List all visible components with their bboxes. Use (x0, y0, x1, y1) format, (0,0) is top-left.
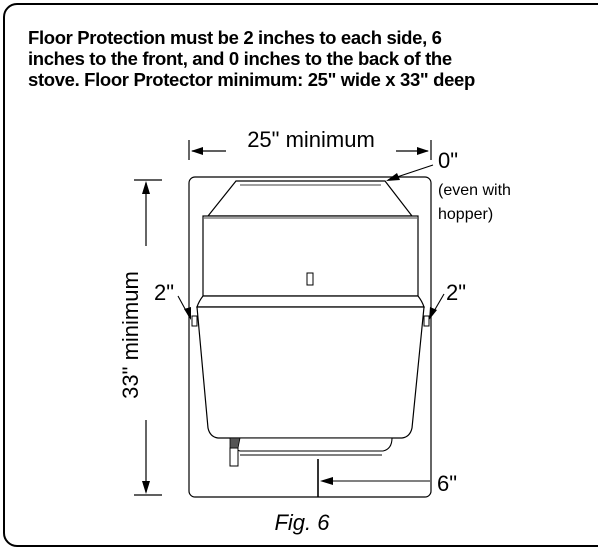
hopper-control (306, 272, 314, 286)
heading-line-2: inches to the front, and 0 inches to the… (28, 48, 452, 69)
stove-front-leg-cap (229, 437, 241, 449)
figure-caption: Fig. 6 (274, 510, 330, 535)
left-side-arrow (184, 307, 191, 320)
width-arrow-right (417, 147, 429, 155)
back-note-line-2: hopper) (438, 206, 493, 223)
stove-front-leg (229, 447, 239, 467)
heading-line-3: stove. Floor Protector minimum: 25" wide… (28, 69, 475, 90)
width-arrow-left (191, 147, 203, 155)
back-clearance-arrow (386, 173, 400, 181)
stove-body (196, 306, 425, 439)
floor-protector-outline (188, 176, 432, 498)
front-clearance-label: 6" (437, 471, 457, 496)
stove-base (231, 437, 393, 452)
width-label-bg (226, 138, 396, 164)
front-clearance-arrow (320, 477, 333, 485)
back-note-line-1: (even with (438, 182, 511, 199)
back-clearance-label: 0" (438, 148, 458, 173)
width-label: 25" minimum (247, 127, 375, 152)
right-side-knob (423, 315, 430, 327)
depth-arrow-top (142, 181, 150, 194)
clearance-heading: Floor Protection must be 2 inches to eac… (28, 27, 598, 90)
left-side-label: 2" (154, 280, 174, 305)
right-side-arrow (429, 307, 437, 320)
stove-diagram: 25" minimum 33" minimum 0" (even with ho… (118, 127, 511, 535)
depth-arrow-bottom (142, 481, 150, 494)
left-side-knob (191, 315, 198, 327)
heading-line-1: Floor Protection must be 2 inches to eac… (28, 27, 442, 48)
depth-label-bg (132, 246, 160, 420)
stove-hopper-lid (206, 180, 414, 217)
right-side-label: 2" (446, 280, 466, 305)
depth-label: 33" minimum (118, 271, 143, 399)
stove-shoulder (196, 295, 425, 308)
